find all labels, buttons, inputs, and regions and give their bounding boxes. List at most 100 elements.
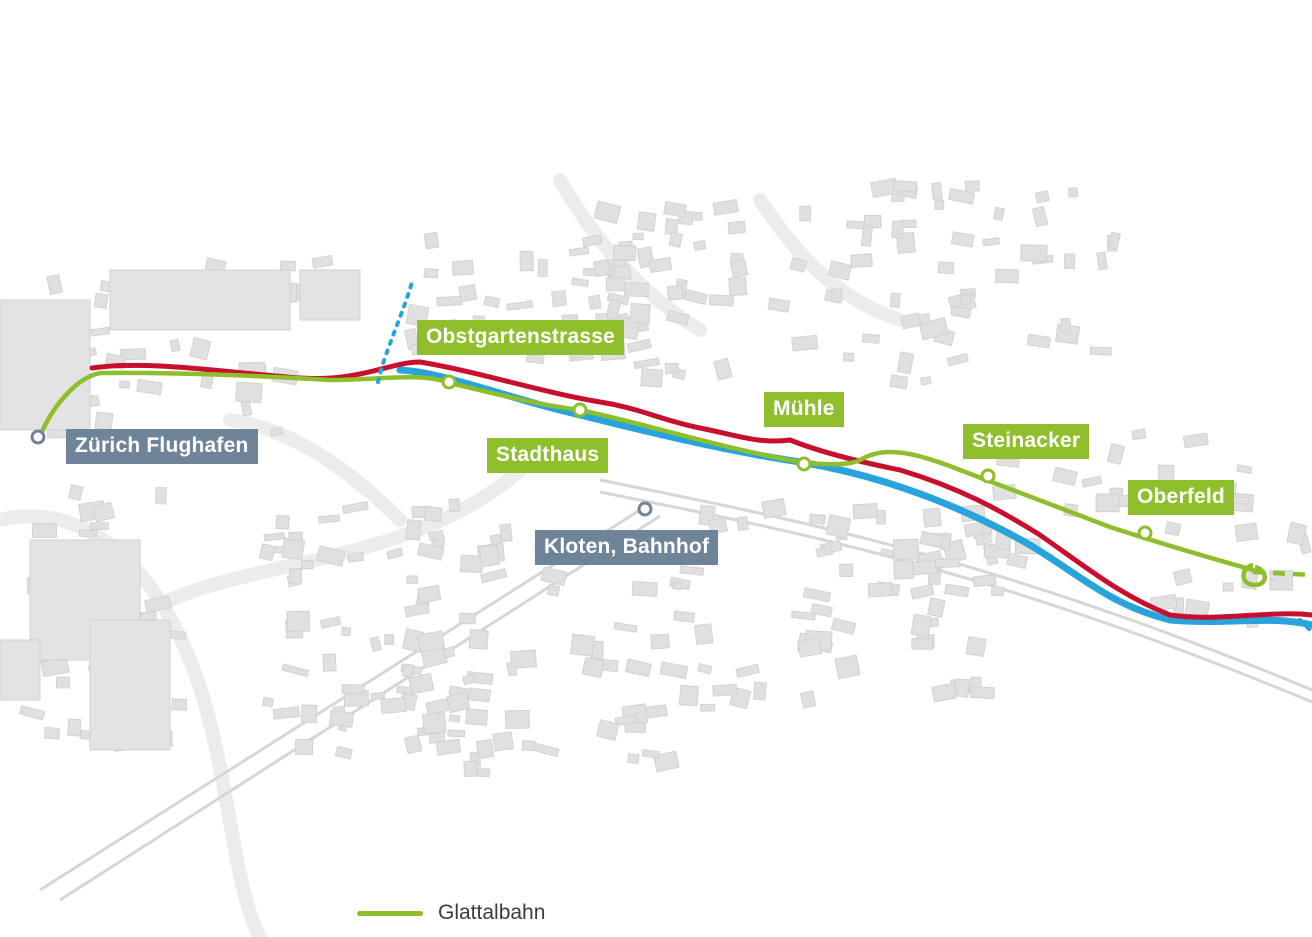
building-block	[1164, 520, 1182, 537]
legend-swatch-glattalbahn	[357, 910, 423, 916]
building-block	[982, 237, 1000, 247]
stop-marker-muehle[interactable]	[796, 456, 812, 472]
building-block	[169, 338, 181, 353]
building-block	[281, 663, 310, 677]
building-block	[752, 681, 767, 701]
building-block	[263, 532, 286, 542]
building-block	[492, 731, 514, 752]
stop-label-muehle[interactable]: Mühle	[764, 392, 844, 427]
building-block	[972, 574, 997, 588]
building-block	[790, 610, 816, 621]
building-block	[1234, 522, 1259, 543]
building-block	[893, 538, 919, 560]
building-block	[636, 211, 657, 232]
building-block	[850, 253, 873, 269]
station-marker-kloten-bahnhof[interactable]	[637, 501, 653, 517]
building-block	[55, 676, 70, 689]
building-block	[1052, 466, 1078, 487]
stop-markers	[30, 374, 1153, 541]
station-label-kloten-bahnhof[interactable]: Kloten, Bahnhof	[535, 530, 719, 565]
building-block	[1182, 432, 1209, 449]
building-block	[258, 543, 276, 562]
building-block	[416, 542, 445, 561]
building-block	[963, 521, 984, 538]
building-block	[827, 260, 853, 281]
building-block	[407, 673, 435, 695]
building-block	[540, 566, 568, 587]
building-block	[1081, 475, 1103, 488]
building-block	[679, 565, 705, 576]
building-block	[808, 513, 826, 525]
building-block	[852, 503, 879, 520]
building-block	[890, 292, 901, 308]
building-block	[948, 187, 976, 205]
station-label-zurich-flughafen[interactable]: Zürich Flughafen	[66, 429, 258, 464]
building-block	[347, 551, 365, 563]
building-block	[694, 623, 714, 646]
stop-marker-oberfeld[interactable]	[1137, 525, 1153, 541]
building-block	[480, 568, 508, 584]
stop-label-obstgartenstrasse[interactable]: Obstgartenstrasse	[417, 320, 624, 355]
stop-label-oberfeld[interactable]: Oberfeld	[1128, 480, 1234, 515]
building-block	[459, 554, 484, 574]
building-block	[969, 685, 995, 700]
building-block	[19, 705, 46, 721]
building-block	[1060, 317, 1071, 332]
building-block	[799, 690, 817, 709]
building-block	[1095, 493, 1120, 513]
building-block	[272, 706, 301, 720]
building-block	[964, 180, 980, 192]
building-block	[1222, 582, 1234, 592]
building-block	[341, 683, 365, 695]
building-block	[476, 767, 491, 778]
building-block	[1034, 190, 1050, 204]
stop-label-stadthaus[interactable]: Stadthaus	[487, 438, 609, 473]
building-block	[700, 703, 716, 712]
building-block	[369, 636, 383, 653]
stop-marker-steinacker[interactable]	[980, 468, 996, 484]
building-block	[659, 661, 689, 680]
building-block	[386, 547, 404, 560]
building-block	[551, 289, 568, 308]
building-block	[288, 531, 304, 541]
building-block	[571, 277, 589, 288]
building-block	[1063, 253, 1076, 270]
building-block	[506, 661, 518, 677]
building-block	[435, 738, 462, 756]
building-block	[270, 426, 284, 437]
red-route	[89, 359, 1312, 620]
building-block	[911, 637, 933, 650]
building-block	[650, 633, 670, 650]
building-block	[653, 750, 680, 773]
building-block	[436, 296, 463, 307]
building-block	[727, 220, 747, 235]
building-block	[839, 563, 854, 578]
building-block	[546, 584, 561, 597]
building-block	[697, 662, 713, 675]
building-block	[67, 718, 82, 737]
building-block	[605, 277, 626, 292]
building-block	[789, 256, 808, 273]
station-marker-zurich-flughafen[interactable]	[30, 429, 46, 445]
building-block	[581, 656, 606, 679]
building-block	[910, 583, 935, 600]
building-block	[937, 261, 955, 275]
stop-marker-obstgartenstrasse[interactable]	[441, 374, 457, 390]
building-block	[458, 284, 478, 303]
building-block	[934, 558, 961, 568]
stop-marker-stadthaus[interactable]	[572, 402, 588, 418]
building-block	[640, 368, 664, 388]
building-block	[825, 513, 852, 539]
building-block	[810, 603, 833, 618]
building-block	[815, 545, 834, 558]
building-block	[423, 268, 439, 279]
building-block	[830, 617, 857, 635]
building-block	[627, 753, 640, 764]
building-block	[294, 738, 314, 756]
building-block	[692, 239, 707, 252]
building-block	[995, 268, 1019, 284]
stop-label-steinacker[interactable]: Steinacker	[963, 424, 1090, 459]
building-block	[614, 713, 638, 727]
building-block	[136, 378, 163, 396]
building-block	[422, 712, 447, 734]
